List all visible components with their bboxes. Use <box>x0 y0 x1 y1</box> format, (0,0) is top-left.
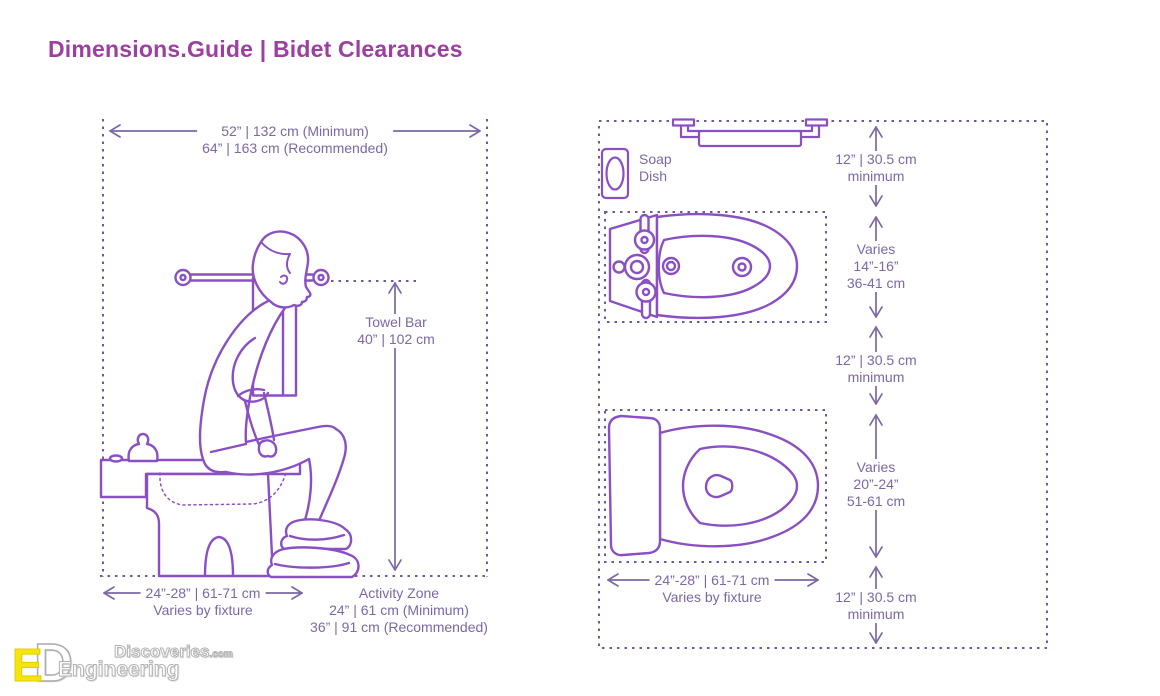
label-between-clearance: 12” | 30.5 cm minimum <box>830 352 922 386</box>
label-left-fixture-width: 24”-28” | 61-71 cm Varies by fixture <box>140 585 266 619</box>
person-figure <box>198 230 360 579</box>
label-towel-bar-height: Towel Bar 40” | 102 cm <box>352 314 440 348</box>
page-title: Dimensions.Guide | Bidet Clearances <box>48 36 463 62</box>
logo-word-engineering: Engineering <box>57 658 180 682</box>
label-toilet-depth: Varies 20”-24” 51-61 cm <box>841 459 911 510</box>
label-soap-dish: Soap Dish <box>637 151 674 185</box>
label-bidet-depth: Varies 14”-16” 36-41 cm <box>841 241 911 292</box>
label-wall-clearance-bottom: 12” | 30.5 cm minimum <box>830 589 922 623</box>
watermark-logo: D E Discoveries.com Engineering <box>8 632 258 694</box>
toilet-top-view <box>607 414 820 557</box>
logo-letter-e: E <box>12 639 44 692</box>
logo-word-discoveries: Discoveries.com <box>113 642 233 662</box>
towel-bar-top-view <box>671 118 829 148</box>
label-activity-zone: Activity Zone 24” | 61 cm (Minimum) 36” … <box>305 585 493 636</box>
logo-letter-d: D <box>33 632 74 694</box>
label-total-width: 52” | 132 cm (Minimum) 64” | 163 cm (Rec… <box>197 123 393 157</box>
soap-dish-icon <box>600 147 630 200</box>
label-wall-clearance-top: 12” | 30.5 cm minimum <box>830 151 922 185</box>
label-right-fixture-width: 24”-28” | 61-71 cm Varies by fixture <box>649 572 775 606</box>
bidet-top-view <box>608 212 799 320</box>
